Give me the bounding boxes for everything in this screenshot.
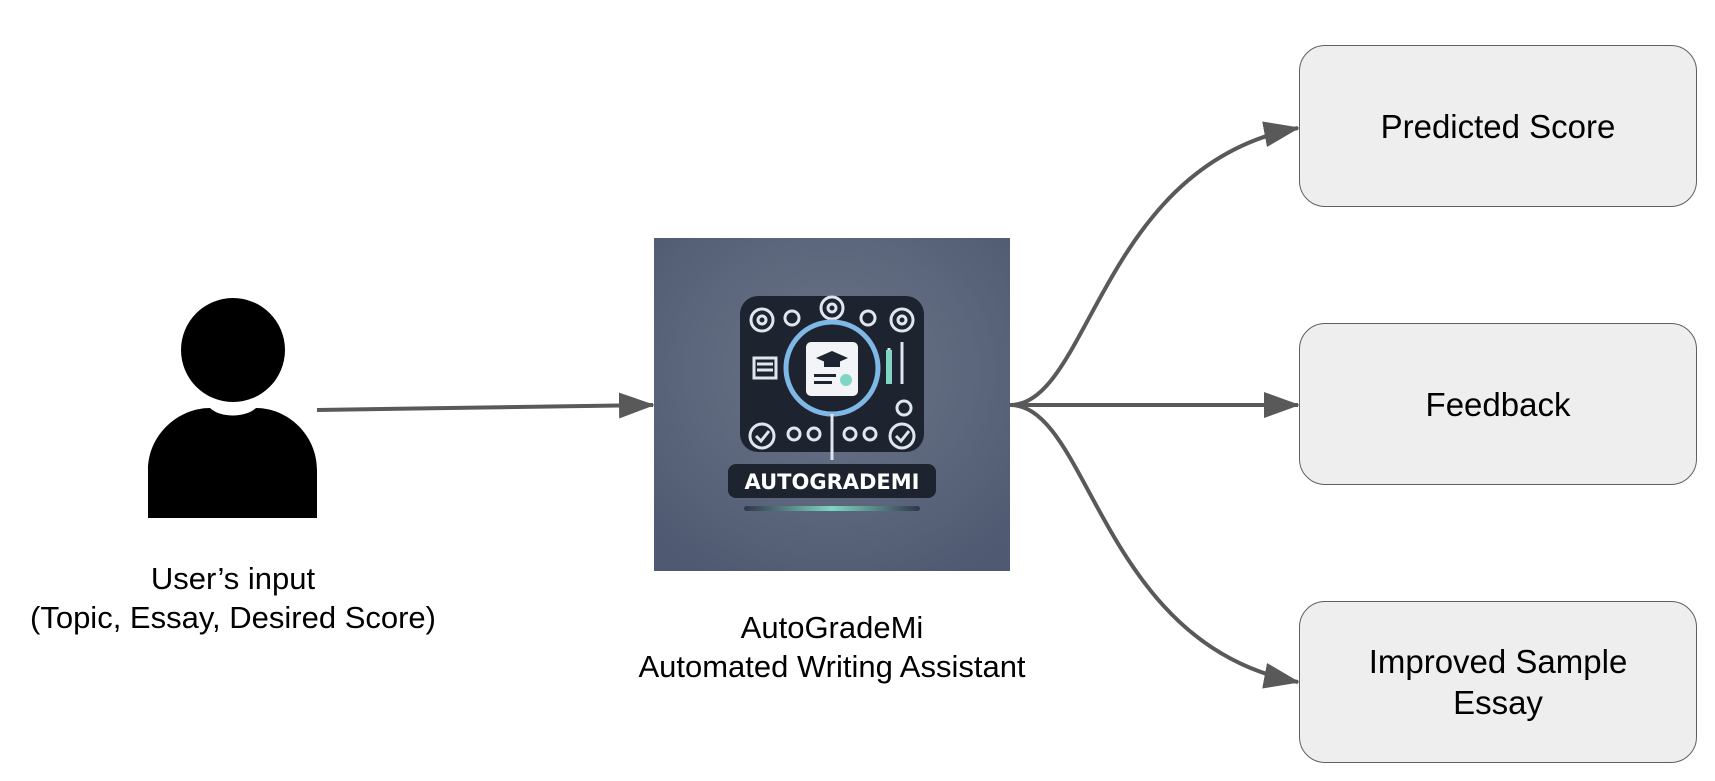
input-arrow	[316, 392, 655, 419]
user-input-label: User’s input (Topic, Essay, Desired Scor…	[13, 559, 453, 637]
autogrademi-logo: AUTOGRADEMI	[654, 238, 1010, 571]
predicted-score-label: Predicted Score	[1380, 107, 1616, 145]
user-input-title: User’s input	[150, 561, 316, 596]
arrow-to-predicted-score	[1009, 121, 1300, 407]
system-label: AutoGradeMi Automated Writing Assistant	[612, 608, 1052, 686]
predicted-score-box: Predicted Score	[1299, 45, 1697, 207]
user-icon	[148, 298, 317, 518]
system-description: Automated Writing Assistant	[638, 649, 1026, 684]
feedback-label: Feedback	[1425, 385, 1571, 423]
feedback-box: Feedback	[1299, 323, 1697, 485]
logo-wordmark: AUTOGRADEMI	[745, 470, 920, 494]
system-name: AutoGradeMi	[740, 610, 924, 645]
arrow-to-improved-essay	[1009, 403, 1300, 689]
improved-sample-essay-label: Improved Sample Essay	[1368, 643, 1628, 721]
improved-sample-essay-box: Improved Sample Essay	[1299, 601, 1697, 763]
user-input-details: (Topic, Essay, Desired Score)	[30, 600, 436, 635]
